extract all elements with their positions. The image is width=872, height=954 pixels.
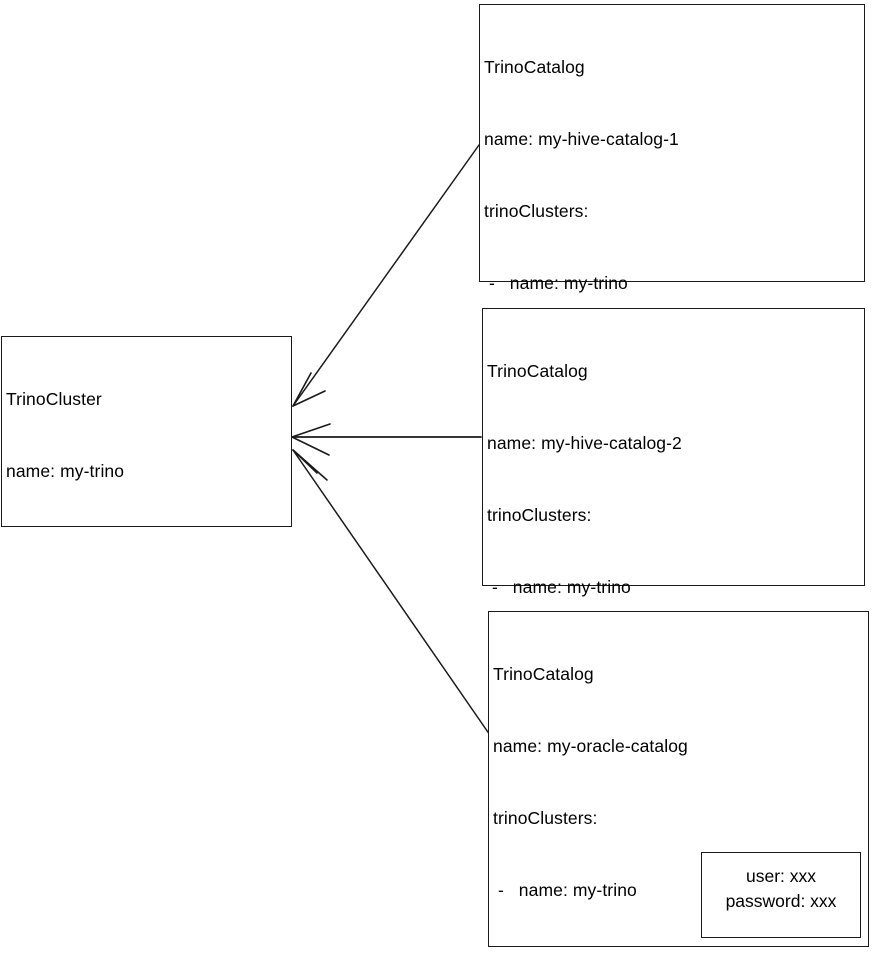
node-trino-catalog-hive-2[interactable]: TrinoCatalog name: my-hive-catalog-2 tri… bbox=[482, 308, 865, 885]
secret-line-user: user: xxx bbox=[745, 866, 817, 886]
edge-catalog-2-to-cluster bbox=[291, 423, 482, 456]
edge-catalog-1-to-cluster bbox=[292, 144, 480, 407]
edge-catalog-3-to-cluster bbox=[292, 449, 493, 739]
catalog-3-line-kind: TrinoCatalog bbox=[493, 664, 594, 684]
node-trino-cluster[interactable]: TrinoCluster name: my-trino bbox=[1, 336, 292, 527]
catalog-3-line-trinoclusters: trinoClusters: bbox=[493, 808, 598, 828]
catalog-2-line-name: name: my-hive-catalog-2 bbox=[487, 433, 682, 453]
catalog-1-line-trinoclusters: trinoClusters: bbox=[484, 201, 589, 221]
cluster-line-name: name: my-trino bbox=[6, 461, 125, 481]
catalog-2-line-trinoclusters: trinoClusters: bbox=[487, 505, 592, 525]
node-secret[interactable]: user: xxx password: xxx bbox=[701, 852, 861, 938]
catalog-2-line-cluster-name: - name: my-trino bbox=[487, 577, 631, 597]
catalog-3-line-name: name: my-oracle-catalog bbox=[493, 736, 688, 756]
catalog-1-line-cluster-name: - name: my-trino bbox=[484, 273, 628, 293]
node-secret-text: user: xxx password: xxx bbox=[702, 864, 860, 914]
catalog-3-line-oracle: oracle: bbox=[493, 950, 866, 954]
secret-line-password: password: xxx bbox=[725, 891, 837, 911]
cluster-line-kind: TrinoCluster bbox=[6, 389, 102, 409]
catalog-1-line-name: name: my-hive-catalog-1 bbox=[484, 129, 679, 149]
node-trino-cluster-text: TrinoCluster name: my-trino bbox=[6, 339, 289, 531]
node-trino-catalog-hive-1[interactable]: TrinoCatalog name: my-hive-catalog-1 tri… bbox=[479, 4, 865, 653]
catalog-3-line-cluster-name: - name: my-trino bbox=[493, 880, 637, 900]
catalog-1-line-kind: TrinoCatalog bbox=[484, 57, 585, 77]
node-trino-catalog-oracle-text: TrinoCatalog name: my-oracle-catalog tri… bbox=[493, 614, 866, 954]
catalog-2-line-kind: TrinoCatalog bbox=[487, 361, 588, 381]
